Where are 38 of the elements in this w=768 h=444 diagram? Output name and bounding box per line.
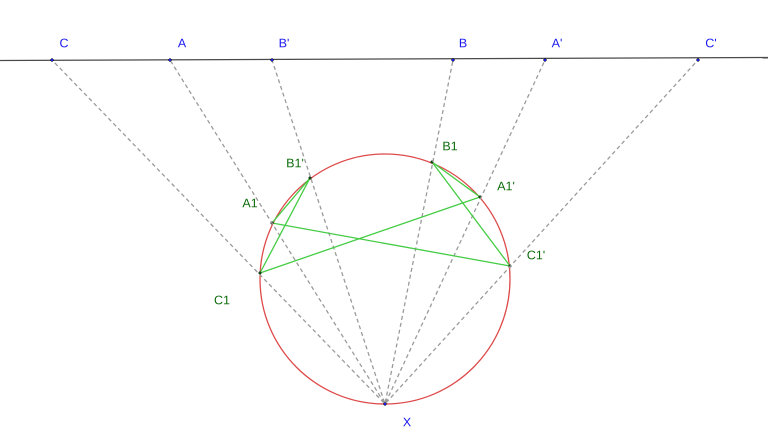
point-label: C1' — [527, 250, 545, 260]
line-segment — [384, 62, 454, 402]
line-segment — [261, 196, 479, 274]
point — [696, 58, 700, 62]
point — [168, 58, 172, 62]
point-label: C — [60, 38, 68, 48]
line-segment — [272, 178, 310, 222]
line-segment — [52, 60, 384, 404]
point — [543, 58, 547, 62]
line-segment — [272, 61, 386, 403]
point-label: X — [403, 418, 411, 426]
point — [451, 58, 455, 62]
line-segment — [260, 179, 310, 272]
line-segment — [385, 61, 545, 403]
point-label: B1 — [443, 142, 458, 150]
point — [270, 221, 274, 225]
point-label: B' — [280, 38, 289, 48]
line-segment — [273, 222, 509, 266]
line-segment — [432, 162, 510, 266]
point — [478, 195, 482, 199]
line-segment — [170, 61, 385, 403]
point-label: A' — [552, 38, 562, 48]
line-segment — [386, 60, 698, 404]
point — [258, 271, 262, 275]
point — [430, 160, 434, 164]
point-label: A — [178, 38, 186, 48]
point — [508, 264, 512, 268]
point-label: C' — [706, 38, 716, 48]
point — [383, 402, 387, 406]
point — [308, 176, 312, 180]
point-label: B1' — [287, 158, 304, 168]
point-label: A1 — [242, 198, 258, 208]
point — [270, 58, 274, 62]
point — [50, 58, 54, 62]
point-label: C1 — [214, 296, 230, 304]
point-label: A1' — [497, 182, 514, 190]
point-label: B — [460, 38, 467, 48]
line-segment — [432, 162, 480, 197]
